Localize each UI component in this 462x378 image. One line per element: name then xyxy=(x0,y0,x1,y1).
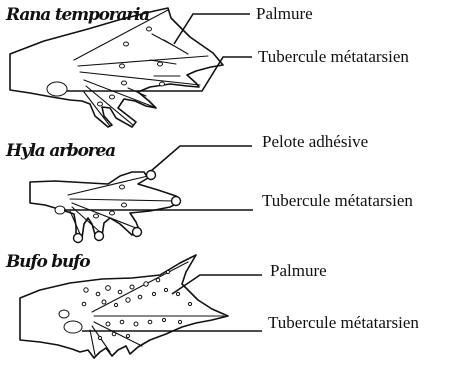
hyla-joint-dot xyxy=(120,185,125,189)
label-bufo-palmure: Palmure xyxy=(270,262,327,279)
label-hyla-tubercle: Tubercule métatarsien xyxy=(262,192,413,209)
rana-joint-dot xyxy=(98,102,103,106)
rana-joint-dot xyxy=(110,95,115,99)
label-bufo-tubercle: Tubercule métatarsien xyxy=(268,314,419,331)
hyla-metatarsal-tubercle xyxy=(55,206,65,214)
hyla-adhesive-pad xyxy=(133,228,142,237)
rana-joint-dot xyxy=(160,82,165,86)
hyla-adhesive-pad xyxy=(172,197,181,206)
hyla-adhesive-pad xyxy=(95,232,104,241)
label-rana-tubercle: Tubercule métatarsien xyxy=(258,48,409,65)
label-rana-palmure: Palmure xyxy=(256,5,313,22)
species-title-hyla: Hyla arborea xyxy=(6,143,115,160)
hyla-foot xyxy=(30,171,181,243)
rana-foot-outline xyxy=(10,8,223,127)
rana-joint-dot xyxy=(120,64,125,68)
hyla-joint-dot xyxy=(122,203,127,207)
species-title-bufo: Bufo bufo xyxy=(6,254,89,271)
hyla-joint-dot xyxy=(94,214,99,218)
hyla-foot-outline xyxy=(30,172,180,240)
rana-joint-dot xyxy=(122,81,127,85)
species-title-rana: Rana temporaria xyxy=(6,7,149,24)
rana-joint-dot xyxy=(147,27,152,31)
rana-joint-dot xyxy=(158,62,163,66)
hyla-adhesive-pad xyxy=(147,171,156,180)
rana-joint-dot xyxy=(124,42,129,46)
hyla-leader-pelote xyxy=(151,146,252,171)
label-hyla-pelote: Pelote adhésive xyxy=(262,133,368,150)
hyla-adhesive-pad xyxy=(74,234,83,243)
bufo-metatarsal-tubercle xyxy=(64,321,82,333)
rana-metatarsal-tubercle xyxy=(47,82,67,96)
bufo-inner-tubercle xyxy=(59,310,69,318)
rana-foot xyxy=(10,8,223,127)
hyla-joint-dot xyxy=(110,211,115,215)
